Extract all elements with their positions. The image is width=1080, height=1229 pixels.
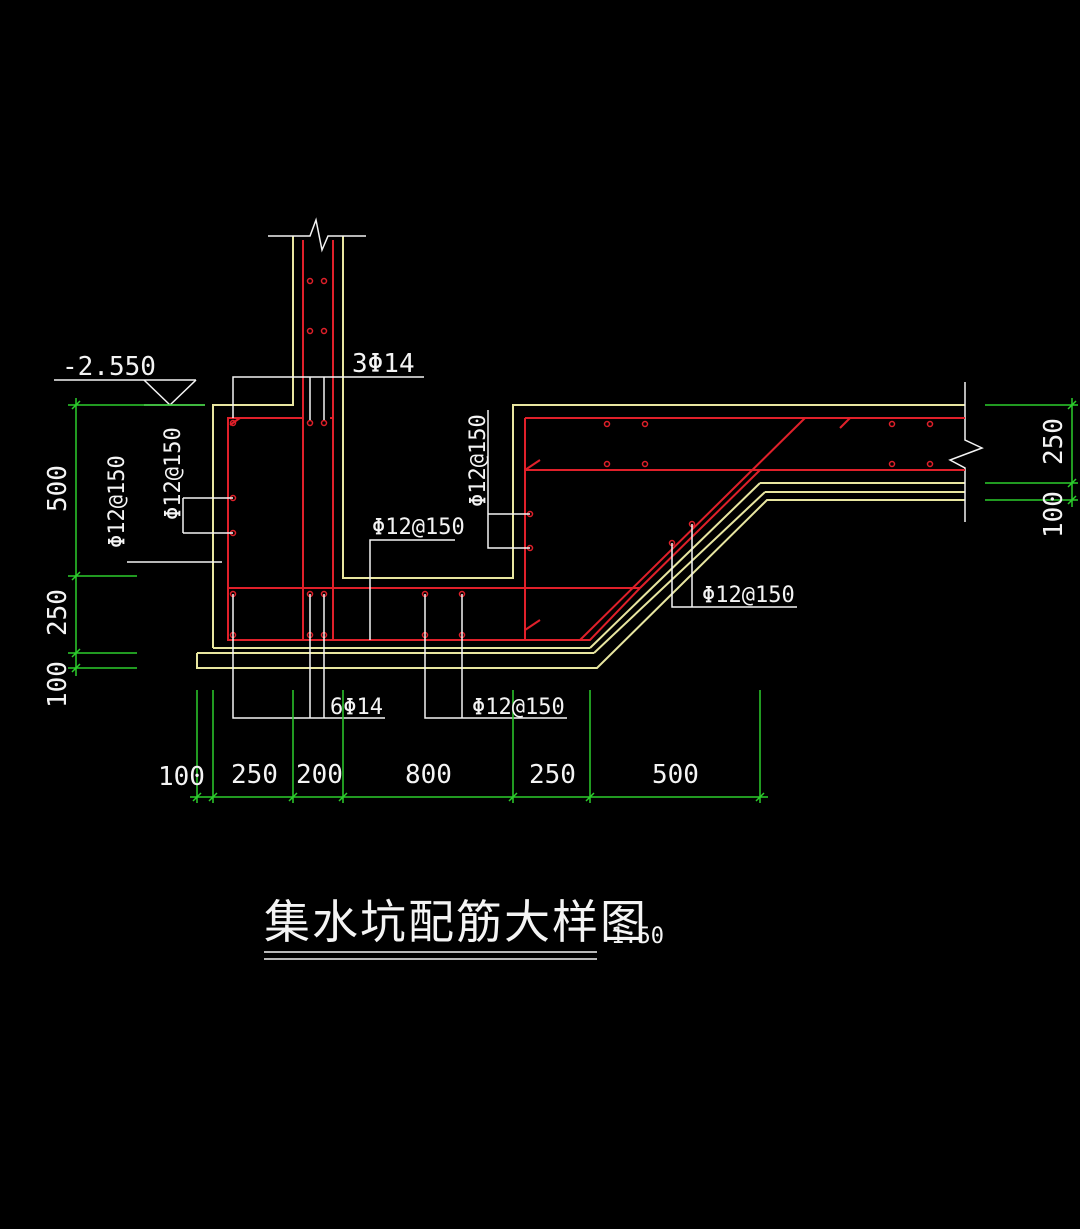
slope-label: Φ12@150 xyxy=(702,583,795,608)
left-inner-label: Φ12@150 xyxy=(161,427,186,520)
left-outer-label: Φ12@150 xyxy=(105,455,130,548)
elevation-label: -2.550 xyxy=(62,352,156,382)
leader-bottom-dist xyxy=(424,594,567,719)
dim-h-500: 500 xyxy=(652,760,699,790)
leader-bottom-bar xyxy=(232,594,385,719)
dim-left-250: 250 xyxy=(43,589,73,636)
dim-h-250b: 250 xyxy=(529,760,576,790)
outline-slope-upper xyxy=(589,482,761,649)
dimension-lines xyxy=(68,398,1078,803)
wall-right-label: Φ12@150 xyxy=(466,414,491,507)
break-mark-right xyxy=(948,382,984,522)
concrete-outline xyxy=(196,236,965,669)
break-marks xyxy=(268,217,984,522)
pit-bottom-label: Φ12@150 xyxy=(372,515,465,540)
leader-wall-right xyxy=(487,410,530,549)
dim-right-100: 100 xyxy=(1039,491,1069,538)
dim-h-250a: 250 xyxy=(231,760,278,790)
dim-left-100: 100 xyxy=(43,661,73,708)
dim-h-100: 100 xyxy=(158,762,205,792)
outline-left-column xyxy=(212,236,294,648)
leader-lines xyxy=(54,376,797,719)
leader-slope xyxy=(671,543,797,608)
dim-h-800: 800 xyxy=(405,760,452,790)
dim-left-500: 500 xyxy=(43,465,73,512)
top-bar-label: 3Φ14 xyxy=(352,349,415,379)
drawing-scale: 1:50 xyxy=(611,924,664,949)
dim-right-250: 250 xyxy=(1039,418,1069,465)
outline-cushion xyxy=(196,499,965,669)
outline-cushion-slope xyxy=(593,491,766,654)
bottom-bar-label: 6Φ14 xyxy=(330,695,383,720)
elevation-triangle xyxy=(143,379,197,407)
bottom-dist-label: Φ12@150 xyxy=(472,695,565,720)
dim-h-200: 200 xyxy=(296,760,343,790)
leader-pit-bottom xyxy=(369,539,455,640)
break-mark-top xyxy=(268,217,366,253)
rebar-lines xyxy=(227,240,965,641)
drawing-title: 集水坑配筋大样图 xyxy=(264,895,648,949)
outline-column-right-inner xyxy=(342,236,965,579)
rebar-dots xyxy=(229,277,934,639)
leader-top-bar xyxy=(232,376,424,418)
